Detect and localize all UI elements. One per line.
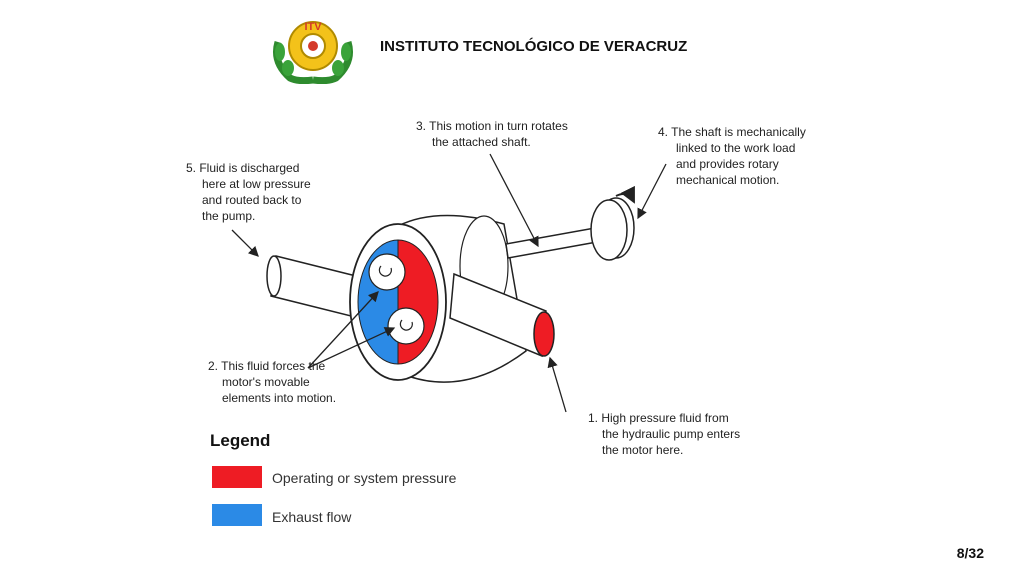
motor-gears (357, 239, 439, 365)
legend-title: Legend (210, 431, 270, 450)
callout-2: 2. This fluid forces the motor's movable… (208, 359, 336, 405)
callout-1: 1. High pressure fluid from the hydrauli… (588, 411, 743, 457)
callout-3: 3. This motion in turn rotates the attac… (416, 119, 571, 149)
slide-header: ITV INSTITUTO TECNOLÓGICO DE VERACRUZ (0, 0, 1024, 90)
legend-swatch-exhaust (212, 504, 262, 526)
legend-swatch-pressure (212, 466, 262, 488)
hydraulic-motor-diagram: 1. High pressure fluid from the hydrauli… (186, 119, 809, 526)
logo-letters: ITV (304, 21, 322, 33)
page-number: 8/32 (956, 545, 984, 561)
institute-logo: ITV (273, 21, 353, 84)
legend: Legend Operating or system pressure Exha… (210, 431, 457, 526)
inlet-pipe (449, 272, 555, 358)
output-shaft (505, 185, 635, 261)
legend-label-exhaust: Exhaust flow (272, 509, 352, 525)
legend-label-pressure: Operating or system pressure (272, 470, 457, 486)
institution-title: INSTITUTO TECNOLÓGICO DE VERACRUZ (380, 38, 688, 55)
callout-5: 5. Fluid is discharged here at low press… (186, 161, 314, 223)
callout-4: 4. The shaft is mechanically linked to t… (658, 125, 809, 187)
